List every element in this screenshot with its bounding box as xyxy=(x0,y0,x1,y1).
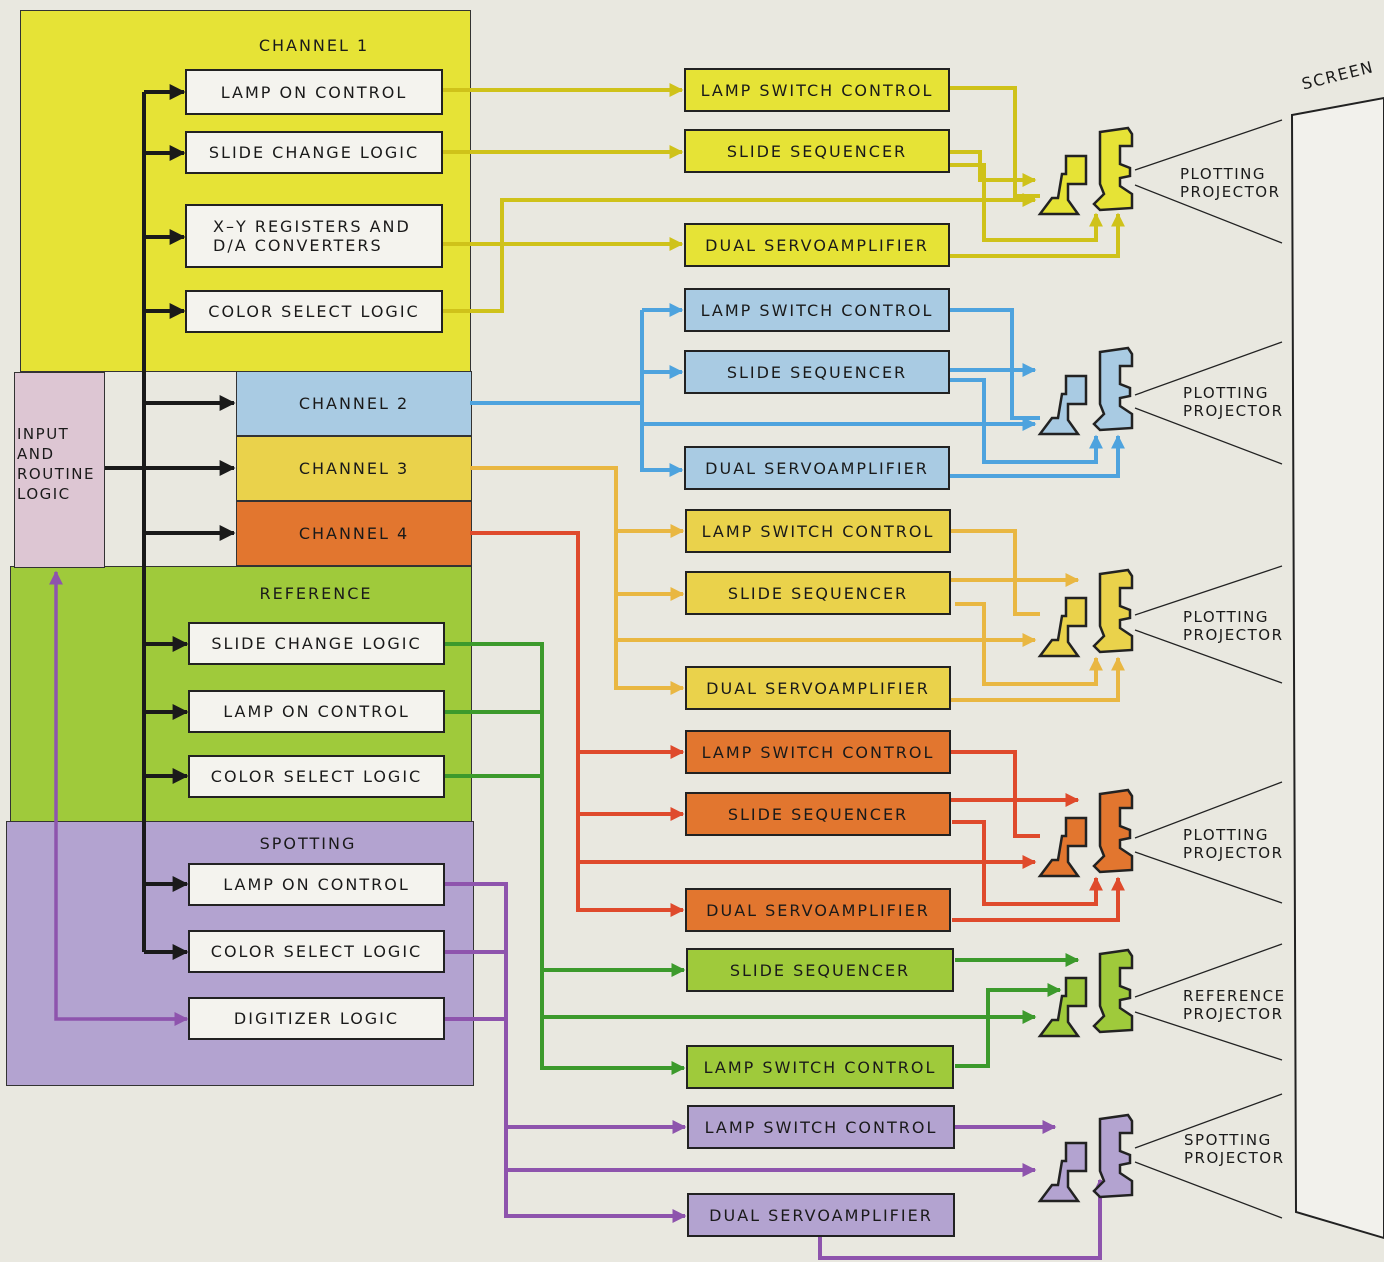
input-logic-label: INPUT AND ROUTINE LOGIC xyxy=(17,425,95,503)
ch3-lamp-switch-control[interactable]: LAMP SWITCH CONTROL xyxy=(685,509,951,553)
spot-lamp-switch-control[interactable]: LAMP SWITCH CONTROL xyxy=(687,1105,955,1149)
spot-dual-servoamplifier[interactable]: DUAL SERVOAMPLIFIER xyxy=(687,1193,955,1237)
projector-label-4: PLOTTING PROJECTOR xyxy=(1183,826,1284,862)
ch1-color-select-logic[interactable]: COLOR SELECT LOGIC xyxy=(185,290,443,333)
spot-color-select-logic[interactable]: COLOR SELECT LOGIC xyxy=(188,930,445,973)
ch4-slide-sequencer[interactable]: SLIDE SEQUENCER xyxy=(685,792,951,836)
projector-label-3: PLOTTING PROJECTOR xyxy=(1183,608,1284,644)
channel3-title: CHANNEL 3 xyxy=(298,459,410,478)
channel2-box: CHANNEL 2 xyxy=(236,371,472,436)
projection-rays xyxy=(1134,119,1283,1219)
ref-slide-sequencer[interactable]: SLIDE SEQUENCER xyxy=(686,948,954,992)
ch3-dual-servoamplifier[interactable]: DUAL SERVOAMPLIFIER xyxy=(685,666,951,710)
projector-icon xyxy=(1037,948,1134,1038)
projector-label-2: PLOTTING PROJECTOR xyxy=(1183,384,1284,420)
ch1-xy-registers[interactable]: X–Y REGISTERS AND D/A CONVERTERS xyxy=(185,204,443,268)
spot-digitizer-logic[interactable]: DIGITIZER LOGIC xyxy=(188,997,445,1040)
channel1-title: CHANNEL 1 xyxy=(258,36,370,55)
ch2-slide-sequencer[interactable]: SLIDE SEQUENCER xyxy=(684,350,950,394)
ref-lamp-switch-control[interactable]: LAMP SWITCH CONTROL xyxy=(686,1045,954,1089)
screen-surface xyxy=(1290,96,1384,1240)
projector-icon xyxy=(1037,126,1134,216)
ref-slide-change-logic[interactable]: SLIDE CHANGE LOGIC xyxy=(188,622,445,665)
ch4-lamp-switch-control[interactable]: LAMP SWITCH CONTROL xyxy=(685,730,951,774)
ch1-slide-sequencer[interactable]: SLIDE SEQUENCER xyxy=(684,129,950,173)
projector-icon xyxy=(1037,788,1134,878)
input-logic-panel xyxy=(14,372,105,568)
projector-icon xyxy=(1037,346,1134,436)
ch1-slide-change-logic[interactable]: SLIDE CHANGE LOGIC xyxy=(185,131,443,174)
ch1-lamp-switch-control[interactable]: LAMP SWITCH CONTROL xyxy=(684,68,950,112)
channel4-title: CHANNEL 4 xyxy=(298,524,410,543)
spotting-title: SPOTTING xyxy=(259,834,357,853)
reference-title: REFERENCE xyxy=(259,584,373,603)
projector-icons xyxy=(1037,126,1134,1203)
projector-label-6: SPOTTING PROJECTOR xyxy=(1184,1131,1285,1167)
ch4-dual-servoamplifier[interactable]: DUAL SERVOAMPLIFIER xyxy=(685,888,951,932)
projector-label-1: PLOTTING PROJECTOR xyxy=(1180,165,1281,201)
channel4-box: CHANNEL 4 xyxy=(236,501,472,566)
channel3-box: CHANNEL 3 xyxy=(236,436,472,501)
projector-icon xyxy=(1037,1113,1134,1203)
ch1-dual-servoamplifier[interactable]: DUAL SERVOAMPLIFIER xyxy=(684,223,950,267)
projector-icon xyxy=(1037,568,1134,658)
ref-lamp-on-control[interactable]: LAMP ON CONTROL xyxy=(188,690,445,733)
projector-label-5: REFERENCE PROJECTOR xyxy=(1183,987,1286,1023)
ch3-slide-sequencer[interactable]: SLIDE SEQUENCER xyxy=(685,571,951,615)
ref-color-select-logic[interactable]: COLOR SELECT LOGIC xyxy=(188,755,445,798)
channel2-title: CHANNEL 2 xyxy=(298,394,410,413)
ch2-dual-servoamplifier[interactable]: DUAL SERVOAMPLIFIER xyxy=(684,446,950,490)
spot-lamp-on-control[interactable]: LAMP ON CONTROL xyxy=(188,863,445,906)
ch1-lamp-on-control[interactable]: LAMP ON CONTROL xyxy=(185,69,443,115)
ch2-lamp-switch-control[interactable]: LAMP SWITCH CONTROL xyxy=(684,288,950,332)
